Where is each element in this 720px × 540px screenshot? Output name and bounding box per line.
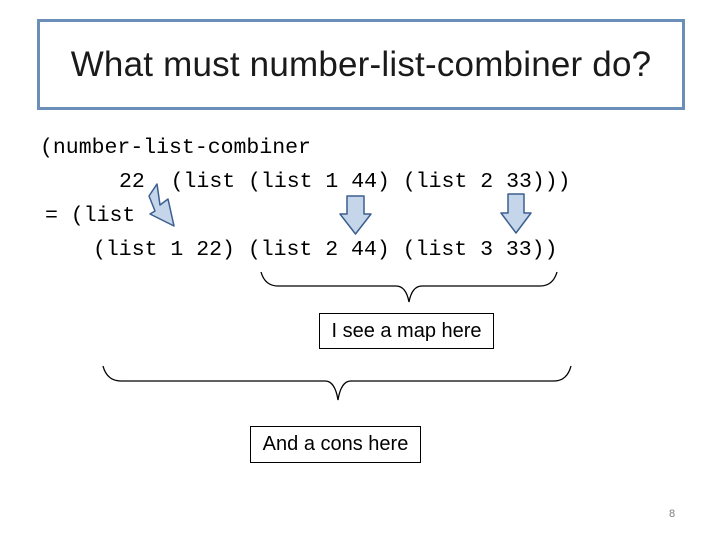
code-line-2: 22 (list (list 1 44) (list 2 33)))	[119, 170, 571, 194]
down-arrow-icon	[339, 195, 372, 235]
code-line-1: (number-list-combiner	[40, 136, 311, 160]
map-callout-text: I see a map here	[331, 319, 482, 342]
code-line-4: (list 1 22) (list 2 44) (list 3 33))	[93, 238, 558, 262]
down-arrow-icon	[500, 193, 532, 234]
cons-brace-icon	[102, 365, 572, 401]
cons-callout-text: And a cons here	[262, 433, 409, 455]
cons-callout: And a cons here	[250, 426, 421, 463]
map-brace-icon	[260, 271, 558, 303]
slide-number: 8	[668, 508, 676, 520]
map-callout: I see a map here	[319, 313, 494, 349]
slide-title: What must number-list-combiner do?	[70, 44, 652, 84]
code-line-3: = (list	[45, 204, 136, 228]
title-box: What must number-list-combiner do?	[37, 19, 685, 110]
